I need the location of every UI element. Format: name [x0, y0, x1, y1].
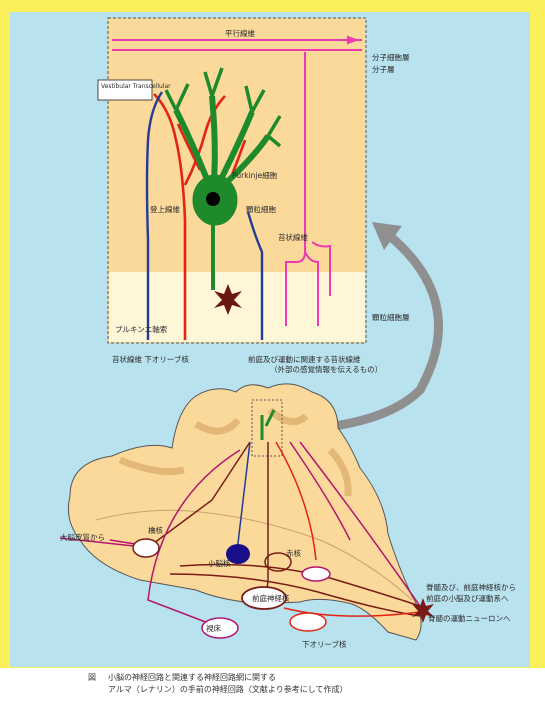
purkinje-nucleus	[206, 192, 220, 206]
label-cortex-input: 大脳皮質から	[60, 532, 105, 542]
label-purkinje-axon: プルキンエ軸索	[115, 324, 168, 334]
label-molecular-layer: 分子細胞層	[372, 52, 410, 62]
label-spinal-right-1: 脊髄及び、前庭神経核から	[426, 582, 516, 592]
caption-text: 小脳の神経回路と関連する神経回路網に関する アルマ（レナリン）の手前の神経回路（…	[108, 672, 528, 696]
label-inferior-olive: 下オリーブ核	[302, 639, 347, 649]
label-granular-layer: 顆粒細胞層	[372, 312, 410, 322]
label-bottom-right-2: （外部の感覚情報を伝えるもの）	[270, 364, 382, 374]
caption-line-1: 小脳の神経回路と関連する神経回路網に関する	[108, 672, 528, 684]
label-climbing-fiber: 登上線維	[150, 204, 180, 214]
label-thalamus: 視床	[206, 623, 221, 633]
label-pontine: 橋核	[148, 525, 163, 535]
label-parallel-fiber: 平行線維	[225, 28, 255, 38]
figure-caption: 図 小脳の神経回路と関連する神経回路網に関する アルマ（レナリン）の手前の神経回…	[0, 668, 545, 716]
label-mossy-fiber: 苔状線維	[278, 232, 308, 242]
label-vestibular-nucleus: 前庭神経核	[252, 593, 290, 603]
label-deep-nucleus: 小脳核	[208, 558, 231, 568]
label-spinal-bottom: 脊髄の運動ニューロンへ	[428, 613, 511, 623]
caption-line-2: アルマ（レナリン）の手前の神経回路（文献より参考にして作成）	[108, 684, 528, 696]
label-red-nucleus: 赤核	[286, 548, 301, 558]
label-purkinje-cell: Purkinje細胞	[232, 170, 278, 180]
label-molecular-layer-sub: 分子層	[372, 65, 395, 74]
label-bottom-right: 前庭及び運動に関連する苔状線維	[248, 354, 361, 364]
label-spinal-right-2: 前庭の小脳及び運動系へ	[426, 593, 509, 603]
vestibular-tag-label: Vestibular Transcellular	[101, 83, 171, 90]
label-bottom-left: 苔状線維 下オリーブ核	[112, 354, 189, 364]
caption-marker: 図	[88, 672, 96, 683]
label-granule-cell: 顆粒細胞	[246, 204, 276, 214]
